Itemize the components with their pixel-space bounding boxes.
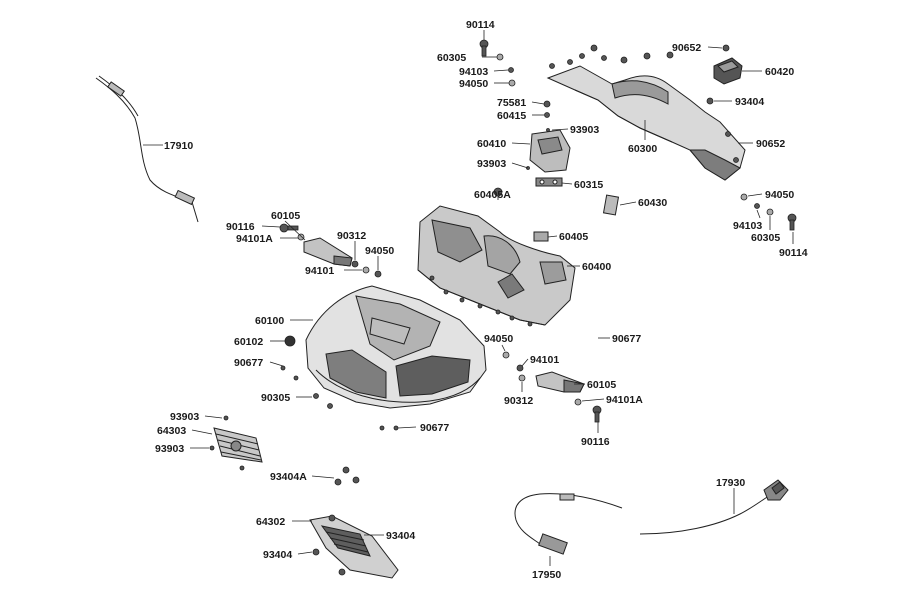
label-60105-left: 60105 [271, 210, 300, 222]
label-90652-b: 90652 [756, 138, 785, 150]
label-93903-b: 93903 [477, 158, 506, 170]
label-17950: 17950 [532, 569, 561, 581]
label-60420: 60420 [765, 66, 794, 78]
label-93903-a: 93903 [570, 124, 599, 136]
label-60315: 60315 [574, 179, 603, 191]
label-90114-top: 90114 [466, 19, 495, 31]
dash-panel-60400 [417, 205, 576, 326]
label-60105-right: 60105 [587, 379, 616, 391]
label-60405A: 60405A [474, 189, 511, 201]
label-90114-right: 90114 [779, 247, 808, 259]
label-60300: 60300 [628, 143, 657, 155]
lower-grille-64302 [309, 515, 399, 579]
arm-60105-left [303, 237, 353, 267]
label-90116-right: 90116 [581, 436, 610, 448]
cable-17950 [514, 493, 623, 555]
fasteners [209, 39, 797, 576]
label-93404-c: 93404 [263, 549, 292, 561]
label-94101-mid: 94101 [530, 354, 559, 366]
label-60405: 60405 [559, 231, 588, 243]
label-60305-right: 60305 [751, 232, 780, 244]
label-90312-left: 90312 [337, 230, 366, 242]
label-94101-left: 94101 [305, 265, 334, 277]
label-93903-c: 93903 [170, 411, 199, 423]
grille-64303 [213, 427, 263, 463]
cable-17910 [95, 75, 199, 223]
label-60305-top: 60305 [437, 52, 466, 64]
label-94050-right: 94050 [765, 189, 794, 201]
label-94050-left: 94050 [365, 245, 394, 257]
label-90677-a: 90677 [234, 357, 263, 369]
bracket-60315 [535, 177, 563, 187]
label-90652-a: 90652 [672, 42, 701, 54]
label-60102: 60102 [234, 336, 263, 348]
label-64303: 64303 [157, 425, 186, 437]
label-60430: 60430 [638, 197, 667, 209]
label-90116-left: 90116 [226, 221, 255, 233]
label-93404-b: 93404 [386, 530, 415, 542]
label-17930: 17930 [716, 477, 745, 489]
part-labels: 90114 60305 94103 94050 75581 60415 9390… [155, 19, 808, 581]
label-75581: 75581 [497, 97, 526, 109]
label-93404A: 93404A [270, 471, 307, 483]
label-94103-right: 94103 [733, 220, 762, 232]
label-60415: 60415 [497, 110, 526, 122]
label-17910: 17910 [164, 140, 193, 152]
label-60100: 60100 [255, 315, 284, 327]
cap-60420 [713, 57, 743, 85]
label-94050-mid: 94050 [484, 333, 513, 345]
label-90312-right: 90312 [504, 395, 533, 407]
label-90305: 90305 [261, 392, 290, 404]
label-90677-b: 90677 [420, 422, 449, 434]
leader-lines [143, 30, 794, 566]
label-64302: 64302 [256, 516, 285, 528]
upper-cowl-60300 [546, 65, 746, 181]
label-90677-c: 90677 [612, 333, 641, 345]
bracket-60410 [529, 129, 571, 173]
label-93903-d: 93903 [155, 443, 184, 455]
label-60410: 60410 [477, 138, 506, 150]
label-60400: 60400 [582, 261, 611, 273]
label-94101A-right: 94101A [606, 394, 643, 406]
label-94103-top: 94103 [459, 66, 488, 78]
label-94050-top: 94050 [459, 78, 488, 90]
tab-60405 [533, 231, 549, 242]
card-60430 [602, 194, 620, 216]
arm-60105-right [535, 371, 585, 393]
hood-60100 [305, 285, 487, 409]
cable-17930 [639, 479, 789, 535]
label-93404-a: 93404 [735, 96, 764, 108]
label-94101A-left: 94101A [236, 233, 273, 245]
